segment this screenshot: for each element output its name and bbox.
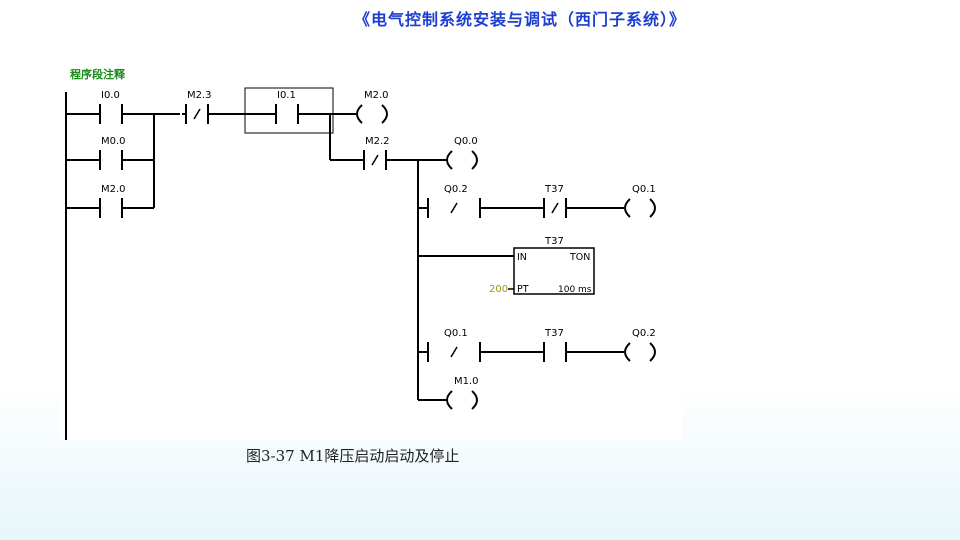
contact-label: T37 [544, 328, 564, 339]
coil-q0-0[interactable]: Q0.0 [440, 136, 478, 170]
timer-base-label: 100 ms [558, 285, 592, 295]
coil-m1-0[interactable]: M1.0 [440, 376, 479, 410]
contact-label: M0.0 [101, 136, 126, 147]
contact-t37a[interactable]: T37 [540, 184, 570, 218]
timer-pt-label: PT [517, 284, 529, 295]
figure-caption: 图3-37 M1降压启动启动及停止 [246, 447, 460, 465]
coil-label: Q0.0 [454, 136, 478, 147]
selection-box [244, 87, 334, 134]
contact-label: M2.3 [187, 90, 212, 101]
timer-in-label: IN [517, 252, 527, 263]
contact-label: I0.0 [101, 90, 120, 101]
timer-block[interactable]: T37 IN TON PT 100 ms 200 [489, 236, 595, 295]
contact-m2-2[interactable]: M2.2 [360, 136, 390, 170]
contact-label: I0.1 [277, 90, 296, 101]
coil-label: M1.0 [454, 376, 479, 387]
coil-label: Q0.2 [632, 328, 656, 339]
timer-preset-value: 200 [489, 284, 508, 295]
contact-i0-1[interactable]: I0.1 [272, 90, 302, 124]
coil-q0-1[interactable]: Q0.1 [618, 184, 656, 218]
contact-m2-3[interactable]: M2.3 [182, 90, 212, 124]
coil-label: Q0.1 [632, 184, 656, 195]
document-title: 《电气控制系统安装与调试（西门子系统）》 [353, 10, 686, 29]
contact-label: Q0.2 [444, 184, 468, 195]
contact-m0-0[interactable]: M0.0 [96, 136, 126, 170]
contact-label: M2.2 [365, 136, 390, 147]
contact-q0-2a[interactable]: Q0.2 [424, 184, 484, 218]
coil-m2-0[interactable]: M2.0 [350, 90, 389, 124]
contact-q0-1a[interactable]: Q0.1 [424, 328, 484, 362]
timer-type-label: TON [569, 252, 590, 263]
network-comment: 程序段注释 [70, 67, 126, 81]
contact-label: M2.0 [101, 184, 126, 195]
contact-label: Q0.1 [444, 328, 468, 339]
contact-m2-0a[interactable]: M2.0 [96, 184, 126, 218]
coil-q0-2[interactable]: Q0.2 [618, 328, 656, 362]
timer-name: T37 [544, 236, 564, 247]
contact-t37b[interactable]: T37 [540, 328, 570, 362]
contact-label: T37 [544, 184, 564, 195]
coil-label: M2.0 [364, 90, 389, 101]
contact-i0-0[interactable]: I0.0 [96, 90, 126, 124]
